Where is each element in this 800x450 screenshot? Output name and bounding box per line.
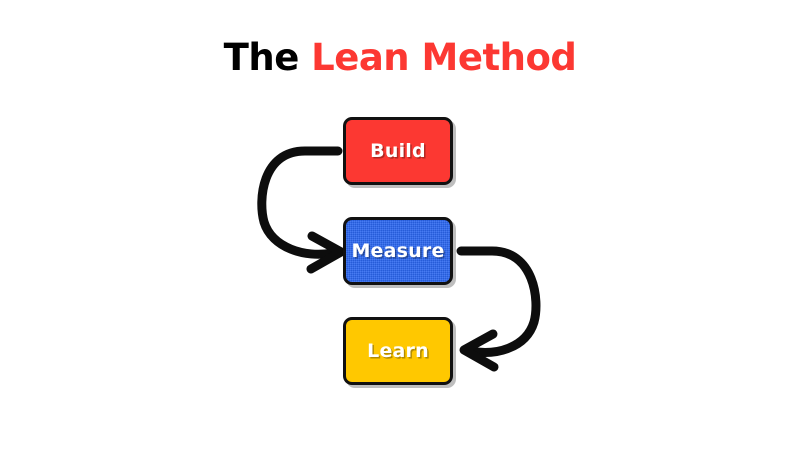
node-measure-label: Measure	[351, 240, 445, 262]
node-build[interactable]: Build	[343, 117, 453, 185]
connector-build-to-measure	[257, 146, 346, 274]
node-measure[interactable]: Measure	[343, 217, 453, 285]
page-title-plain: The	[223, 36, 312, 79]
node-learn-label: Learn	[367, 340, 429, 362]
page-title: The Lean Method	[0, 36, 800, 80]
page-title-accent: Lean Method	[311, 36, 577, 79]
connector-measure-to-learn	[456, 246, 541, 372]
node-learn[interactable]: Learn	[343, 317, 453, 385]
node-build-label: Build	[370, 140, 426, 162]
